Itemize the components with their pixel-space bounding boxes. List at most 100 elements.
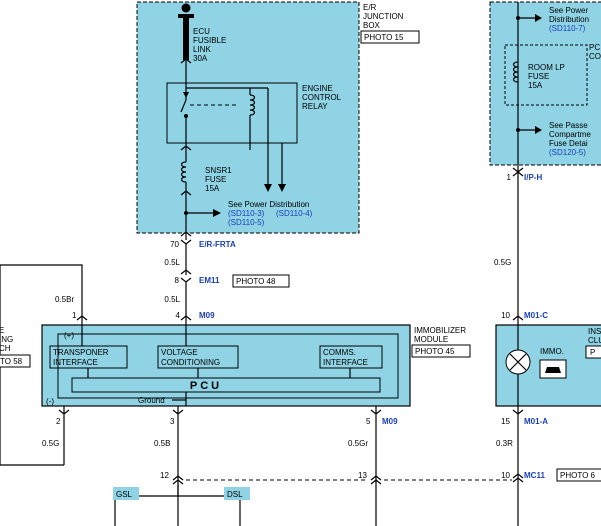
junction-box-title-2: JUNCTION xyxy=(363,12,404,21)
pcu-label: PCU xyxy=(190,380,222,392)
module-title-2: MODULE xyxy=(414,335,448,344)
pin-8: 8 xyxy=(175,276,180,285)
fuse-label-3: 15A xyxy=(205,184,220,193)
connector-iph[interactable]: I/P-H xyxy=(524,173,542,182)
connector-em11[interactable]: EM11 xyxy=(199,276,220,285)
cluster-photo-label: P xyxy=(590,348,595,357)
arrow-down-icon xyxy=(278,184,286,192)
wire-spec-03r: 0.3R xyxy=(496,439,513,448)
pin-3: 3 xyxy=(170,417,175,426)
gsl-tag xyxy=(113,487,139,500)
comms-label-1: COMMS. xyxy=(323,348,356,357)
junction-box-title-1: E/R xyxy=(363,3,377,12)
left-stub-2: ING xyxy=(0,335,13,344)
pin-70: 70 xyxy=(170,240,179,249)
connector-chevron-icon xyxy=(512,473,524,479)
relay-diode-icon xyxy=(183,92,189,98)
right-compartment: Compartme xyxy=(549,130,591,139)
room-fuse-1: ROOM LP xyxy=(528,63,565,72)
ref-sd110-5[interactable]: (SD110-5) xyxy=(228,218,265,227)
connector-chevron-icon xyxy=(180,277,192,283)
mc11-photo-box xyxy=(556,468,601,482)
wire-spec-05g-right: 0.5G xyxy=(494,258,511,267)
relay-label-3: RELAY xyxy=(302,102,328,111)
right-junction-box xyxy=(489,1,601,166)
battery-terminal xyxy=(178,14,194,18)
engine-control-relay xyxy=(166,82,298,144)
module-photo-label: PHOTO 45 xyxy=(415,347,455,356)
left-stub-3: CH xyxy=(0,344,11,353)
right-see-pass: See Passe xyxy=(549,121,588,130)
wire-spec-05b: 0.5B xyxy=(154,439,170,448)
arrow-right-icon xyxy=(213,209,221,217)
connector-chevron-icon xyxy=(370,475,382,481)
right-side-text-1: PC xyxy=(589,43,600,52)
connector-chevron-icon xyxy=(180,231,192,237)
ground-label: Ground xyxy=(138,396,165,405)
connector-m09-bottom[interactable]: M09 xyxy=(382,417,398,426)
pin-15: 15 xyxy=(501,417,510,426)
wire-05br xyxy=(0,264,83,325)
photo48-box xyxy=(232,274,290,288)
chevron-icon xyxy=(180,190,192,196)
connector-m01c[interactable]: M01-C xyxy=(524,311,548,320)
snsr1-fuse-icon xyxy=(180,161,187,183)
transponder-label-2: INTERFACE xyxy=(53,358,98,367)
wire-spec-05gr: 0.5Gr xyxy=(348,439,368,448)
right-distribution: Distribution xyxy=(549,15,589,24)
transponder-label-1: TRANSPONER xyxy=(53,348,109,357)
wire-spec-05br: 0.5Br xyxy=(55,295,74,304)
connector-chevron-icon xyxy=(180,315,192,321)
ref-sd110-3[interactable]: (SD110-3) xyxy=(228,209,265,218)
pin-10b: 10 xyxy=(501,471,510,480)
immo-label: IMMO. xyxy=(540,347,564,356)
connector-chevron-icon xyxy=(172,479,184,485)
right-ref-sd120-5[interactable]: (SD120-5) xyxy=(549,148,586,157)
left-photo-box xyxy=(0,354,31,368)
photo48-label: PHOTO 48 xyxy=(236,277,276,286)
connector-m09-top[interactable]: M09 xyxy=(199,311,215,320)
pin-13: 13 xyxy=(358,471,367,480)
right-side-text-2: CO xyxy=(589,52,601,61)
cluster-label-1: INS xyxy=(588,327,601,336)
connector-chevron-icon xyxy=(180,269,192,275)
connector-chevron-icon xyxy=(180,239,192,245)
connector-chevron-icon xyxy=(370,409,382,415)
left-photo-label: TO 58 xyxy=(0,357,23,366)
relay-label-1: ENGINE xyxy=(302,84,333,93)
connector-chevron-icon xyxy=(58,409,70,415)
ref-sd110-4[interactable]: (SD110-4) xyxy=(276,209,313,218)
comms-interface xyxy=(319,345,383,369)
chevron-icon xyxy=(180,145,192,151)
connector-chevron-icon xyxy=(512,315,524,321)
connector-er-frta[interactable]: E/R-FRTA xyxy=(199,240,236,249)
module-photo-box xyxy=(411,344,471,358)
junction-photo-box xyxy=(360,30,420,44)
dsl-label: DSL xyxy=(227,490,243,499)
right-fuse-detail: Fuse Detai xyxy=(549,139,588,148)
lamp-cross-icon xyxy=(509,353,527,371)
wire-spec-05l-a: 0.5L xyxy=(164,258,180,267)
room-lp-fuse-icon xyxy=(512,61,519,83)
fuse-label-2: FUSE xyxy=(205,175,226,184)
connector-m01a[interactable]: M01-A xyxy=(524,417,548,426)
connector-mc11[interactable]: MC11 xyxy=(524,471,545,480)
dsl-tag xyxy=(224,487,250,500)
relay-label-2: CONTROL xyxy=(302,93,342,102)
fusible-label-2: FUSIBLE xyxy=(193,36,226,45)
arrow-right-icon xyxy=(535,126,542,134)
pin-5: 5 xyxy=(366,417,371,426)
wire-gsl xyxy=(114,484,179,526)
gsl-label: GSL xyxy=(116,490,133,499)
comms-label-2: INTERFACE xyxy=(323,358,368,367)
pin-12: 12 xyxy=(160,471,169,480)
connector-chevron-icon xyxy=(76,315,88,321)
room-fuse-3: 15A xyxy=(528,81,543,90)
fusible-label-3: LINK xyxy=(193,45,211,54)
relay-switch-contact xyxy=(180,99,187,113)
arrow-right-icon xyxy=(535,14,542,22)
right-ref-sd110-7[interactable]: (SD110-7) xyxy=(549,24,586,33)
wire-spec-05l-b: 0.5L xyxy=(164,295,180,304)
relay-coil-icon xyxy=(249,94,256,116)
